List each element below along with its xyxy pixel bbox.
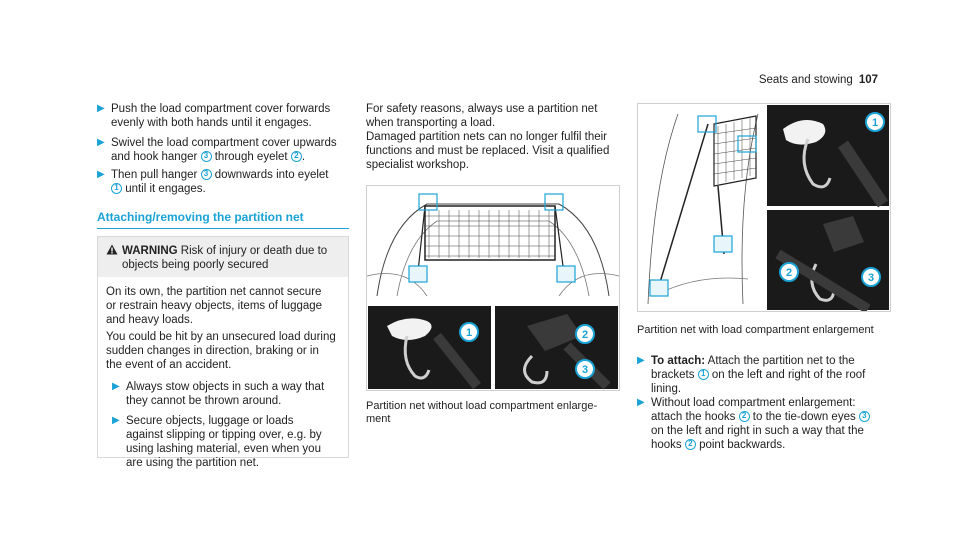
callout-badge: 1 <box>697 369 709 381</box>
figure2-callout-3: 3 <box>868 272 874 284</box>
attach-label: To attach: <box>651 355 706 367</box>
figure2-callout-2: 2 <box>786 267 792 279</box>
callout-badge: 2 <box>684 439 696 451</box>
step-attach: ▶ To attach: Attach the partition net to… <box>637 354 865 396</box>
step-1-text: Push the load compartment cover forwards… <box>111 103 331 129</box>
callout-badge: 2 <box>290 151 302 163</box>
header-section: Seats and stowing <box>758 74 853 86</box>
warning-paragraph-1: On its own, the partition net cannot sec… <box>106 286 323 326</box>
section-divider <box>97 228 349 229</box>
callout-badge: 3 <box>200 151 212 163</box>
page-header: Seats and stowing 107 <box>759 73 878 87</box>
figure2-caption: Partition net with load compartment enla… <box>637 324 874 336</box>
warning-bullet-1: ▶ Always stow objects in such a way that… <box>112 381 325 407</box>
callout-badge: 2 <box>738 411 750 423</box>
callout-badge: 3 <box>858 411 870 423</box>
warning-body: On its own, the partition net cannot sec… <box>98 277 348 470</box>
warning-label: WARNING <box>122 245 178 257</box>
figure-partition-net-without-enlargement: 1 2 3 <box>366 185 620 391</box>
step-2: ▶ Swivel the load compartment cover upwa… <box>97 136 337 164</box>
callout-badge: 1 <box>111 183 122 195</box>
step-without-enlargement-text: Without load compartment enlargement: at… <box>651 396 870 452</box>
page-number: 107 <box>858 74 878 86</box>
arrow-right-icon: ▶ <box>637 397 645 408</box>
arrow-right-icon: ▶ <box>97 103 105 114</box>
warning-head-text: WARNING Risk of injury or death due to o… <box>122 245 328 271</box>
warning-bullet-2: ▶ Secure objects, luggage or loads again… <box>112 415 322 469</box>
section-title: Attaching/removing the partition net <box>97 210 304 224</box>
warning-triangle-icon <box>106 244 122 277</box>
warning-header: WARNING Risk of injury or death due to o… <box>98 237 348 277</box>
warning-box: WARNING Risk of injury or death due to o… <box>97 236 349 469</box>
figure1-callout-3: 3 <box>582 364 588 376</box>
step-3: ▶ Then pull hanger 3 downwards into eyel… <box>97 168 329 196</box>
arrow-right-icon: ▶ <box>112 381 120 392</box>
warning-paragraph-2: You could be hit by an unsecured load du… <box>106 331 336 371</box>
arrow-right-icon: ▶ <box>637 355 645 366</box>
figure1-callout-2: 2 <box>582 329 588 341</box>
step-1: ▶ Push the load compartment cover forwar… <box>97 102 330 130</box>
figure1-callout-1: 1 <box>466 327 472 339</box>
arrow-right-icon: ▶ <box>97 169 105 180</box>
figure1-caption: Partition net without load compartment e… <box>366 400 598 425</box>
callout-badge: 3 <box>200 169 212 181</box>
arrow-right-icon: ▶ <box>112 415 120 426</box>
step-3-text: Then pull hanger 3 downwards into eyelet… <box>111 169 329 195</box>
figure-partition-net-with-enlargement: 1 2 3 <box>637 103 891 314</box>
step-attach-text: To attach: Attach the partition net to t… <box>651 355 866 395</box>
step-without-enlargement: ▶ Without load compartment enlargement: … <box>637 396 870 452</box>
step-2-text: Swivel the load compartment cover upward… <box>111 137 337 163</box>
arrow-right-icon: ▶ <box>97 137 105 148</box>
safety-text: For safety reasons, always use a partiti… <box>366 103 610 171</box>
figure2-callout-1: 1 <box>872 117 878 129</box>
